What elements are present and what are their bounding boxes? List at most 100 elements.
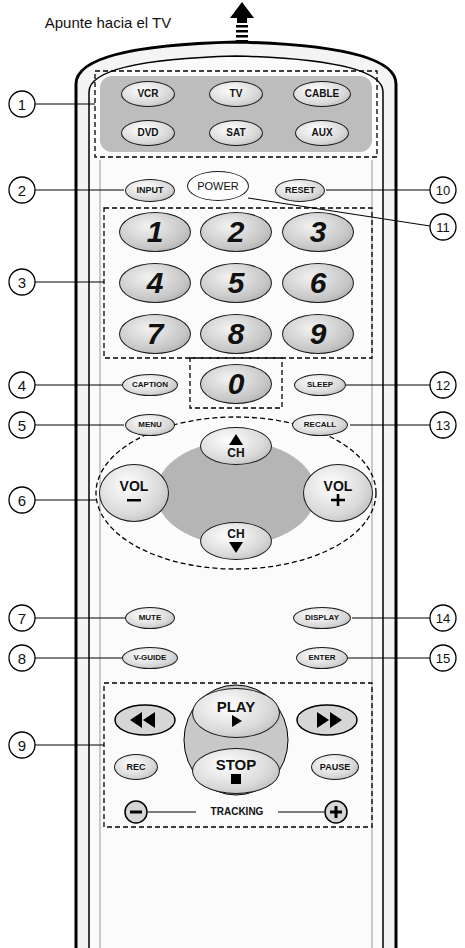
callout-number: 9 <box>18 738 26 753</box>
button-label: 7 <box>147 319 164 349</box>
button-label: CABLE <box>305 89 339 99</box>
callout-number: 11 <box>436 221 450 234</box>
tracking-label: TRACKING <box>209 807 266 817</box>
callout-number: 3 <box>18 275 26 290</box>
button-label: VOL <box>324 479 353 493</box>
button-label: VCR <box>137 89 158 99</box>
button-label: PLAY <box>217 699 256 714</box>
button-label: DVD <box>137 128 158 138</box>
remote-button: CH <box>200 522 272 560</box>
remote-button: STOP <box>192 748 280 794</box>
callout-number: 7 <box>18 611 26 626</box>
number-key: 9 <box>282 314 354 354</box>
remote-button: REC <box>114 754 158 780</box>
tracking-plus <box>325 801 347 823</box>
button-label: 3 <box>310 217 327 247</box>
tracking-line <box>148 812 196 813</box>
face-edge <box>100 160 101 948</box>
remote-button: VCR <box>121 81 175 107</box>
remote-button: PAUSE <box>311 754 359 780</box>
up-symbol <box>228 434 244 446</box>
leader-lines <box>35 104 430 745</box>
callout-number: 4 <box>18 378 26 393</box>
remote-button: DISPLAY <box>293 607 351 629</box>
fast-forward-button <box>297 705 357 735</box>
group-bracket <box>104 683 372 827</box>
callout-number: 10 <box>436 184 450 197</box>
button-label: 9 <box>310 319 327 349</box>
pad-center <box>156 441 316 545</box>
button-label: 1 <box>147 217 164 247</box>
source-panel <box>100 76 372 152</box>
number-key: 0 <box>200 364 272 404</box>
remote-button: MENU <box>125 414 175 436</box>
group-bracket <box>95 71 377 157</box>
remote-button: CH <box>200 427 272 465</box>
button-label: AUX <box>311 128 332 138</box>
caption-note: Apunte hacia el TV <box>45 15 171 30</box>
remote-body <box>76 42 396 948</box>
remote-button: CAPTION <box>122 374 178 396</box>
remote-button: PLAY <box>192 688 280 738</box>
button-label: REC <box>126 763 145 772</box>
button-label: STOP <box>216 757 257 772</box>
tracking-line <box>278 812 324 813</box>
button-label: CAPTION <box>132 381 168 389</box>
minus-symbol <box>126 494 142 506</box>
play-stop-surround <box>184 685 288 795</box>
remote-button: MUTE <box>125 607 175 629</box>
callout-number: 12 <box>436 379 450 392</box>
number-key: 4 <box>119 263 191 303</box>
remote-button: CABLE <box>293 81 351 107</box>
group-bracket <box>96 417 376 569</box>
direction-arrow <box>230 2 254 42</box>
button-label: 2 <box>228 217 245 247</box>
button-label: 4 <box>147 268 164 298</box>
callout-circles <box>9 91 456 758</box>
remote-button: DVD <box>121 120 175 146</box>
button-label: SAT <box>226 128 245 138</box>
remote-button: AUX <box>295 120 349 146</box>
number-key: 2 <box>200 212 272 252</box>
button-label: MENU <box>138 421 162 429</box>
button-label: 6 <box>310 268 327 298</box>
button-label: INPUT <box>137 186 164 195</box>
remote-button: POWER <box>187 171 249 201</box>
remote-button: VOL <box>303 464 373 522</box>
remote-button: RESET <box>275 179 325 202</box>
group-bracket <box>104 208 372 358</box>
button-label: TV <box>230 89 243 99</box>
callout-number: 15 <box>436 652 450 665</box>
button-label: 0 <box>228 369 245 399</box>
group-bracket <box>190 358 282 408</box>
play-symbol <box>228 715 244 727</box>
callout-number: 14 <box>436 612 450 625</box>
button-label: POWER <box>197 181 239 192</box>
remote-button: VOL <box>99 464 169 522</box>
remote-button: SLEEP <box>294 374 346 396</box>
number-key: 6 <box>282 263 354 303</box>
callout-number: 1 <box>18 97 26 112</box>
stop-symbol <box>228 773 244 785</box>
callout-number: 13 <box>436 419 450 432</box>
rewind-button <box>115 705 175 735</box>
number-key: 3 <box>282 212 354 252</box>
callout-number: 6 <box>18 493 26 508</box>
remote-button: SAT <box>209 120 263 146</box>
button-label: CH <box>227 447 244 459</box>
down-symbol <box>228 541 244 553</box>
button-label: RESET <box>285 186 315 195</box>
button-label: 8 <box>228 319 245 349</box>
button-label: 5 <box>228 268 245 298</box>
button-label: SLEEP <box>307 381 333 389</box>
number-key: 8 <box>200 314 272 354</box>
button-label: VOL <box>120 479 149 493</box>
callout-number: 8 <box>18 651 26 666</box>
remote-button: RECALL <box>292 414 348 436</box>
button-label: RECALL <box>304 421 336 429</box>
callout-number: 5 <box>18 418 26 433</box>
button-label: MUTE <box>139 614 162 622</box>
remote-button: INPUT <box>125 179 175 202</box>
number-key: 1 <box>119 212 191 252</box>
